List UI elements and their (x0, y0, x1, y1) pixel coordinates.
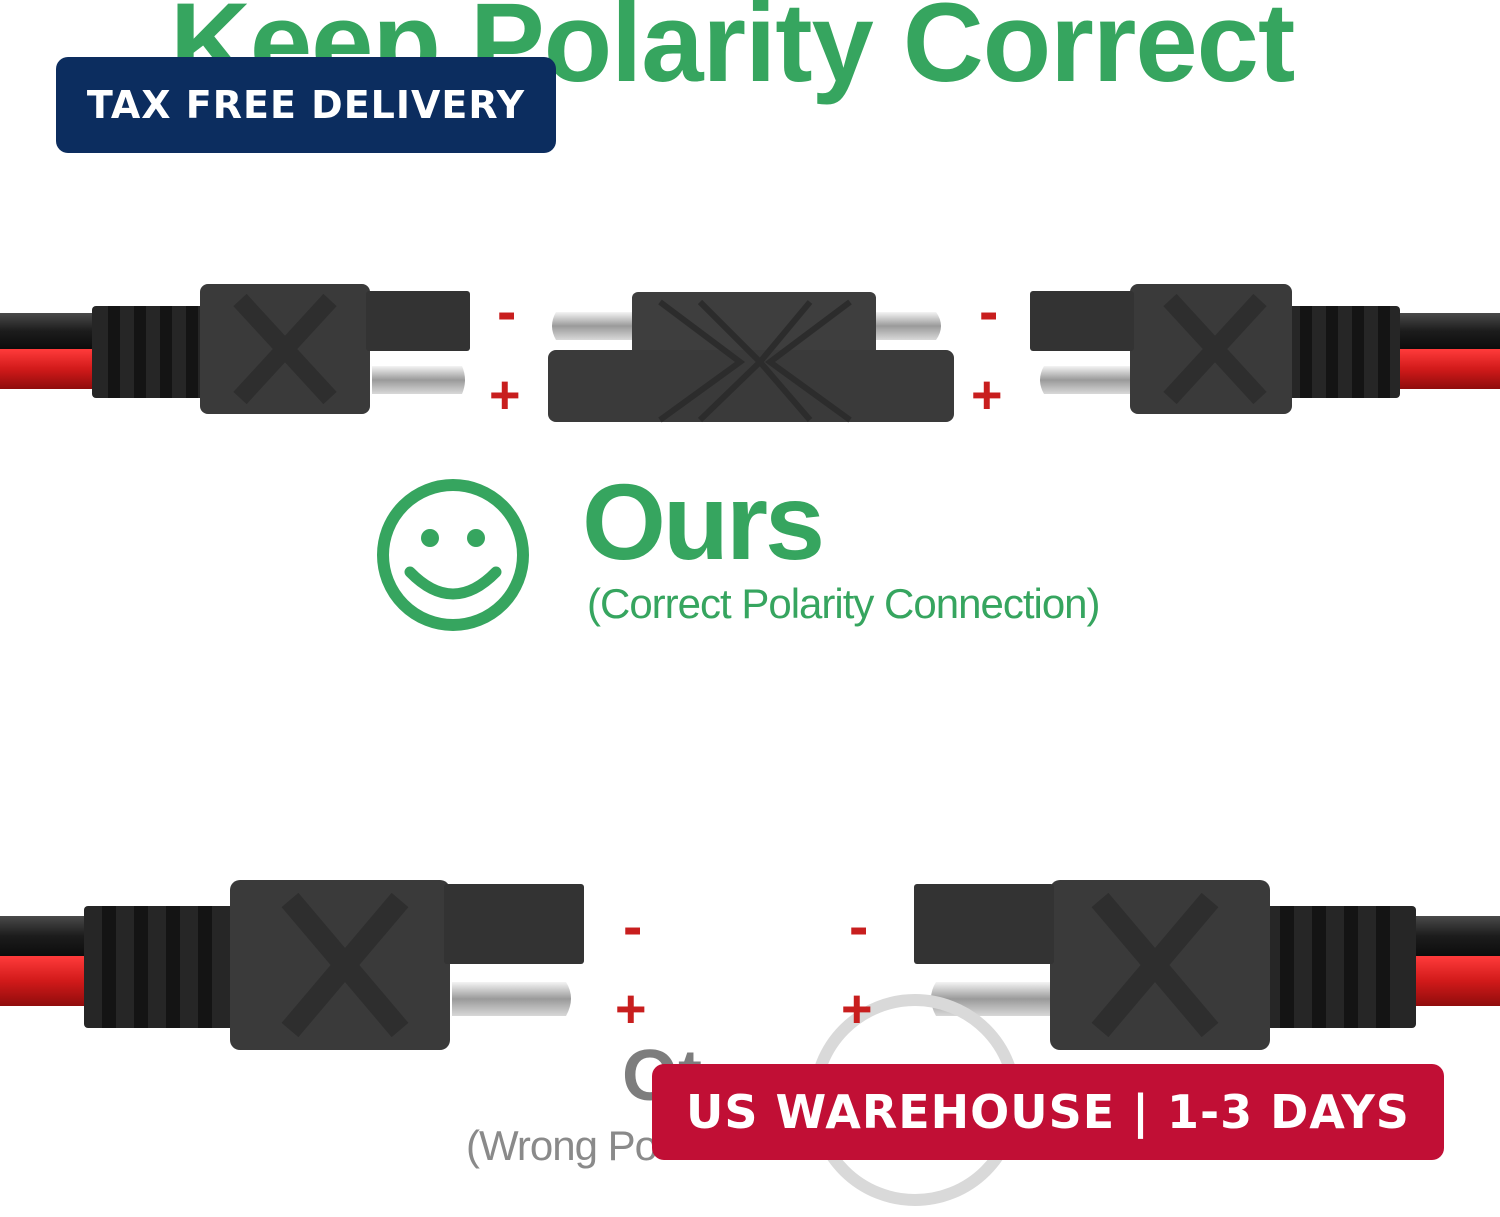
bottom-left-connector (0, 880, 584, 1050)
plus-mark-2: + (971, 365, 1003, 425)
smiley-face-icon (377, 479, 529, 631)
minus-mark-2: - (979, 279, 999, 344)
plus-mark-4: + (841, 979, 873, 1039)
minus-mark-1: - (497, 279, 517, 344)
plus-mark-1: + (489, 365, 521, 425)
top-center-adapter (548, 292, 954, 423)
ours-title: Ours (582, 461, 825, 582)
us-warehouse-badge: US WAREHOUSE | 1-3 DAYS (652, 1064, 1444, 1160)
top-left-connector (0, 284, 470, 414)
minus-mark-3: - (623, 894, 643, 959)
top-right-connector (1030, 284, 1500, 414)
red-wire (0, 349, 110, 389)
black-wire (0, 313, 110, 349)
others-subtitle: (Wrong Po (466, 1122, 658, 1169)
minus-mark-4: - (849, 894, 869, 959)
bottom-right-connector (914, 880, 1500, 1050)
plus-mark-3: + (615, 979, 647, 1039)
ours-subtitle: (Correct Polarity Connection) (587, 580, 1101, 627)
metal-pin (372, 366, 465, 394)
tax-free-delivery-badge: TAX FREE DELIVERY (56, 57, 556, 153)
connector-hood (366, 291, 470, 351)
